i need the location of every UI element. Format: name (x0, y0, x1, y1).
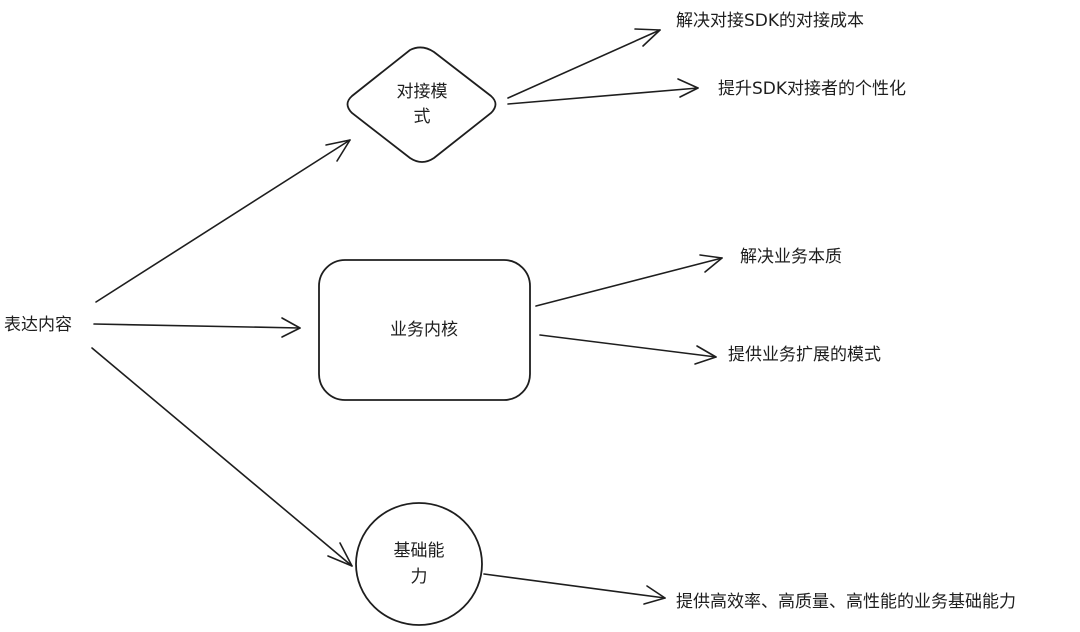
node-capability-label-line2: 力 (411, 567, 428, 587)
edge-core-to-outcome-1 (535, 254, 723, 307)
node-base-capability: 基础能 力 (355, 502, 483, 626)
node-capability-label-line1: 基础能 (394, 541, 445, 561)
edge-capability-to-outcome-1 (483, 573, 666, 605)
outcome-capability-1: 提供高效率、高质量、高性能的业务基础能力 (676, 592, 1016, 612)
circle-shape (355, 502, 483, 626)
edge-docking-to-outcome-2 (507, 78, 699, 105)
node-docking-mode: 对接模 式 (346, 46, 497, 163)
node-docking-label-line1: 对接模 (397, 82, 448, 102)
rounded-rect-shape (318, 259, 531, 401)
node-business-core: 业务内核 (318, 259, 531, 401)
root-label: 表达内容 (4, 315, 72, 335)
edge-core-to-outcome-2 (539, 334, 717, 365)
edge-root-to-capability (91, 347, 353, 567)
outcome-core-2: 提供业务扩展的模式 (728, 345, 881, 365)
edge-docking-to-outcome-1 (507, 28, 661, 99)
outcome-docking-2: 提升SDK对接者的个性化 (718, 79, 906, 99)
outcome-docking-1: 解决对接SDK的对接成本 (676, 11, 864, 31)
edge-root-to-core (93, 317, 301, 338)
node-docking-label-line2: 式 (414, 107, 431, 127)
outcome-core-1: 解决业务本质 (740, 247, 842, 267)
edge-root-to-docking (95, 139, 351, 303)
node-core-label: 业务内核 (390, 320, 458, 340)
diamond-shape (346, 46, 497, 163)
